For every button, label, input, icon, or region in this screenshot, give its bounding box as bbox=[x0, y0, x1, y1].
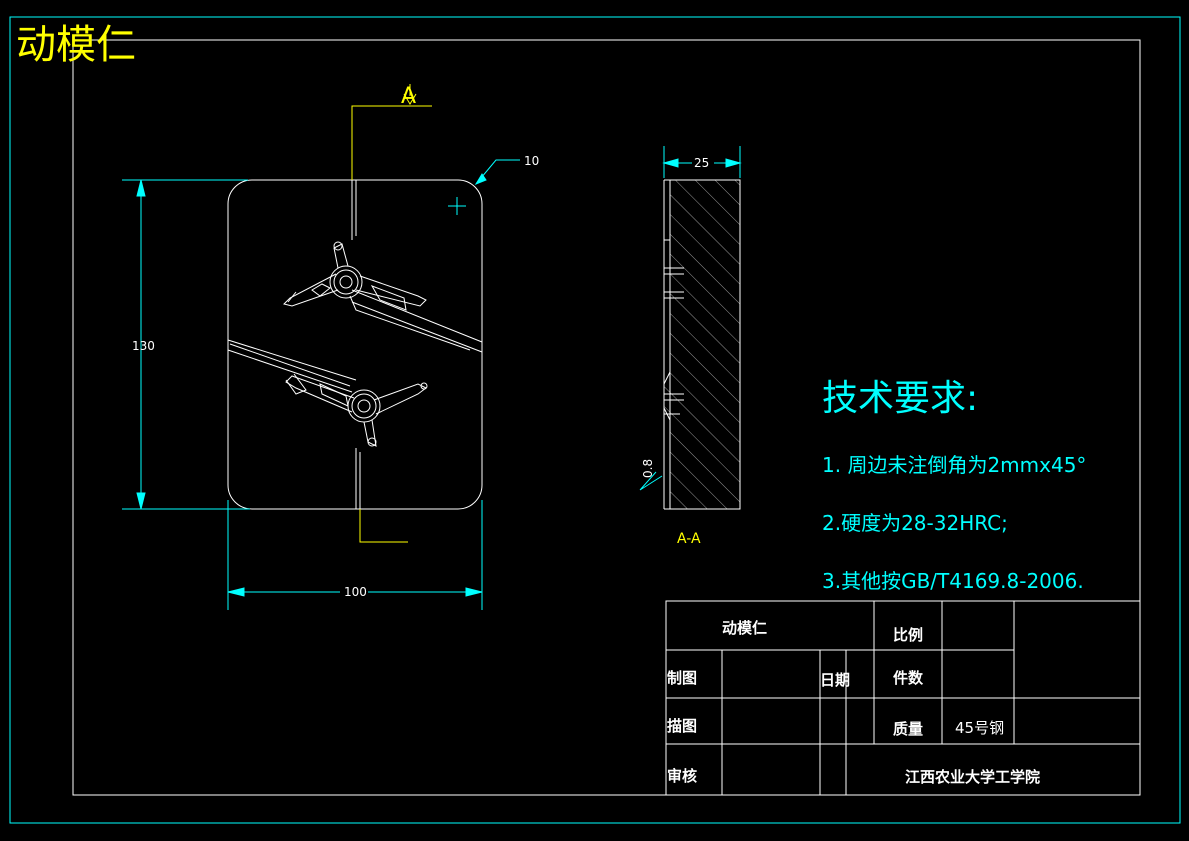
section-marker bbox=[351, 105, 432, 543]
thickness-value: 25 bbox=[694, 156, 709, 170]
section-marker-letter: A bbox=[401, 84, 416, 109]
width-dimension bbox=[227, 500, 483, 610]
tb-material: 45号钢 bbox=[955, 719, 1004, 737]
width-value: 100 bbox=[344, 585, 367, 599]
tb-scale-label: 比例 bbox=[893, 626, 923, 644]
tb-institution: 江西农业大学工学院 bbox=[905, 768, 1040, 786]
tb-checked-label: 审核 bbox=[667, 767, 697, 785]
reference-cross bbox=[448, 197, 466, 215]
tb-part-name: 动模仁 bbox=[722, 619, 767, 637]
requirement-3: 3.其他按GB/T4169.8-2006. bbox=[822, 569, 1084, 593]
section-label: A-A bbox=[677, 531, 701, 547]
upper-runner bbox=[349, 289, 483, 353]
requirement-1: 1. 周边未注倒角为2mmx45° bbox=[822, 453, 1086, 477]
height-dimension bbox=[122, 179, 250, 510]
section-body bbox=[663, 179, 741, 510]
parting-line bbox=[351, 180, 357, 240]
surface-finish-value: 0.8 bbox=[641, 459, 655, 478]
thickness-dimension bbox=[662, 146, 742, 178]
radius-callout bbox=[474, 159, 520, 186]
inner-frame bbox=[72, 39, 1141, 796]
tb-weight-label: 质量 bbox=[893, 720, 923, 738]
front-view bbox=[227, 179, 483, 510]
height-value: 130 bbox=[132, 339, 155, 353]
title-block bbox=[665, 600, 1141, 796]
section-arrow bbox=[403, 84, 417, 105]
surface-finish-symbol bbox=[639, 471, 663, 491]
tb-traced-label: 描图 bbox=[667, 717, 697, 735]
upper-arm-assembly bbox=[283, 241, 427, 311]
tb-quantity-label: 件数 bbox=[893, 669, 924, 687]
lower-arm-assembly bbox=[285, 373, 428, 447]
section-notches bbox=[664, 239, 684, 415]
outer-frame bbox=[9, 16, 1181, 824]
lower-runner bbox=[227, 339, 357, 393]
tb-date-label: 日期 bbox=[820, 671, 850, 689]
drawing-title: 动模仁 bbox=[16, 22, 136, 68]
tb-drawn-label: 制图 bbox=[667, 669, 697, 687]
parting-line-lower bbox=[355, 448, 361, 509]
requirements-title: 技术要求: bbox=[822, 378, 978, 419]
plate-outline bbox=[227, 179, 483, 510]
requirement-2: 2.硬度为28-32HRC; bbox=[822, 511, 1008, 535]
radius-value: 10 bbox=[524, 154, 539, 168]
section-view bbox=[663, 179, 741, 510]
